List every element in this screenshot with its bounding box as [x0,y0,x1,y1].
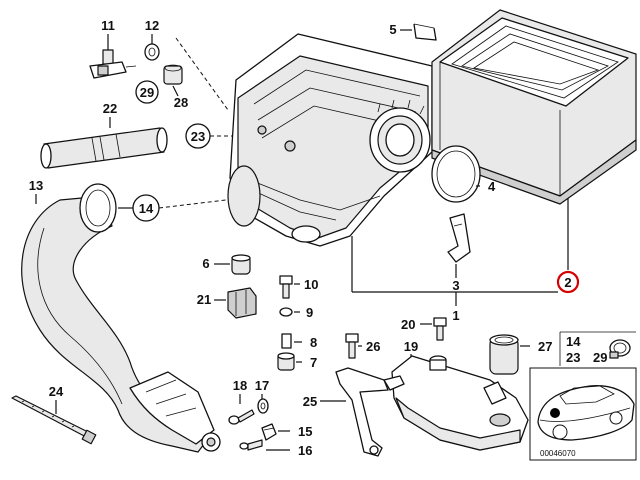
label-part-15: 15 [298,424,312,439]
label-part-10: 10 [304,277,318,292]
label-part-2: 2 [564,275,571,290]
label-part-27: 27 [538,339,552,354]
washer-part-17 [257,398,269,414]
label-part-9: 9 [306,305,313,320]
label-part-7: 7 [310,355,317,370]
callout-circle-29 [135,80,159,104]
label-part-28: 28 [174,95,188,110]
seal-ring-part-4 [431,145,481,203]
screw-part-16 [239,439,263,451]
intake-duct-part-13 [21,183,221,453]
label-part-20: 20 [401,317,415,332]
spacer-part-8 [281,333,292,349]
air-filter-housing [227,33,433,247]
label-part-25: 25 [303,394,317,409]
bracket-clip-part-3 [447,213,471,263]
label-part-11: 11 [101,18,115,33]
bolt-part-10 [279,275,293,299]
label-part-29: 29 [140,85,154,100]
label-part-23: 23 [191,129,205,144]
label-part-12: 12 [145,18,159,33]
washer-part-12 [144,34,160,61]
label-part-5: 5 [389,22,396,37]
label-part-3: 3 [452,278,459,293]
clip-part-5 [413,23,437,41]
resonator-part-19 [391,355,529,451]
inset-label-29: 29 [593,350,607,365]
grommet-part-28 [163,64,183,85]
label-part-16: 16 [298,443,312,458]
label-part-6: 6 [202,256,209,271]
label-part-8: 8 [310,335,317,350]
label-part-17: 17 [255,378,269,393]
label-part-4: 4 [488,179,496,194]
clamp-kit-inset: 14 23 29 [559,331,636,366]
inset-label-14: 14 [566,334,581,349]
washer-part-9 [279,307,293,317]
image-code: 00046070 [540,449,576,458]
label-part-26: 26 [366,339,380,354]
sensor-part-11 [89,34,137,79]
label-part-22: 22 [103,101,117,116]
bracket-part-25 [335,367,405,457]
cable-tie-part-24 [11,395,97,445]
inset-label-23: 23 [566,350,580,365]
bolt-part-20 [433,317,447,341]
hose-part-22 [40,127,168,169]
label-part-14: 14 [139,201,154,216]
highlight-circle-2 [556,270,580,294]
label-part-24: 24 [49,384,64,399]
vehicle-location-inset: 00046070 [529,367,637,461]
clip-nut-part-15 [261,423,277,441]
mount-block-part-21 [227,287,257,319]
rubber-buffer-part-6 [231,254,251,275]
label-part-19: 19 [404,339,418,354]
grommet-part-7 [277,352,295,371]
label-part-18: 18 [233,378,247,393]
label-part-21: 21 [197,292,211,307]
bolt-part-26 [345,333,359,359]
label-part-1: 1 [452,308,459,323]
hose-part-27 [489,334,519,375]
label-part-13: 13 [29,178,43,193]
screw-part-18 [228,409,255,425]
filter-element-part-2 [431,9,637,205]
